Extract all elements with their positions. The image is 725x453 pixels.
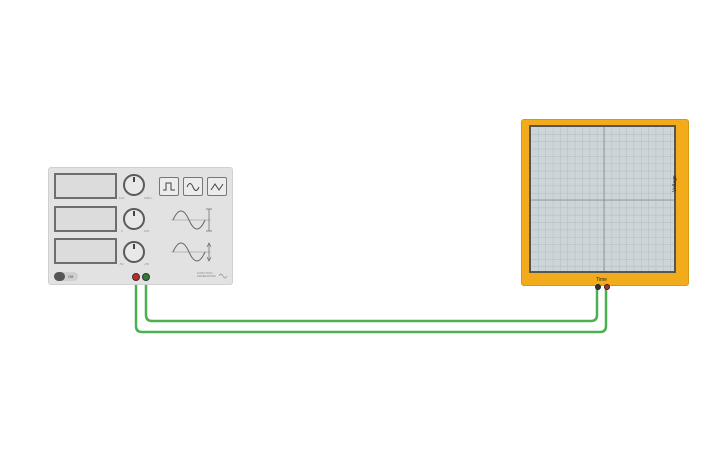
freq-min-label: 1Hz — [119, 196, 125, 200]
oscilloscope[interactable]: Voltage Time — [521, 119, 689, 290]
amplitude-knob[interactable] — [123, 208, 145, 230]
square-wave-button[interactable] — [159, 177, 179, 196]
offset-display — [54, 238, 117, 264]
off-min-label: -5V — [119, 262, 124, 266]
function-generator[interactable]: 1Hz 1MHz 0 10V -5V +5V — [48, 167, 233, 285]
offset-knob[interactable] — [123, 241, 145, 263]
positive-terminal[interactable] — [132, 273, 140, 281]
frequency-knob[interactable] — [123, 174, 145, 196]
brand-wave-icon — [218, 273, 228, 279]
wire-negative[interactable] — [144, 281, 599, 323]
triangle-wave-button[interactable] — [207, 177, 227, 196]
screen-grid — [531, 127, 674, 271]
frequency-display — [54, 173, 117, 199]
negative-terminal[interactable] — [142, 273, 150, 281]
sine-wave-button[interactable] — [183, 177, 203, 196]
square-wave-icon — [163, 182, 175, 191]
amp-max-label: 10V — [144, 229, 150, 233]
off-max-label: +5V — [144, 262, 150, 266]
wire-positive[interactable] — [134, 281, 608, 334]
offset-diagram — [171, 242, 212, 262]
amplitude-diagram — [171, 208, 212, 232]
amp-min-label: 0 — [121, 229, 123, 233]
x-axis-label: Time — [596, 277, 607, 283]
freq-max-label: 1MHz — [144, 196, 152, 200]
oscilloscope-negative-terminal[interactable] — [595, 284, 601, 290]
oscilloscope-positive-terminal[interactable] — [604, 284, 610, 290]
y-axis-label: Voltage — [672, 175, 678, 192]
amplitude-display — [54, 206, 117, 232]
power-switch-knob — [54, 272, 65, 281]
brand-text: FUNCTION GENERATOR — [197, 271, 216, 278]
sine-wave-icon — [186, 183, 200, 191]
power-label: Off — [68, 274, 74, 279]
power-switch[interactable]: Off — [54, 272, 78, 281]
oscilloscope-screen — [529, 125, 676, 273]
triangle-wave-icon — [210, 183, 224, 191]
